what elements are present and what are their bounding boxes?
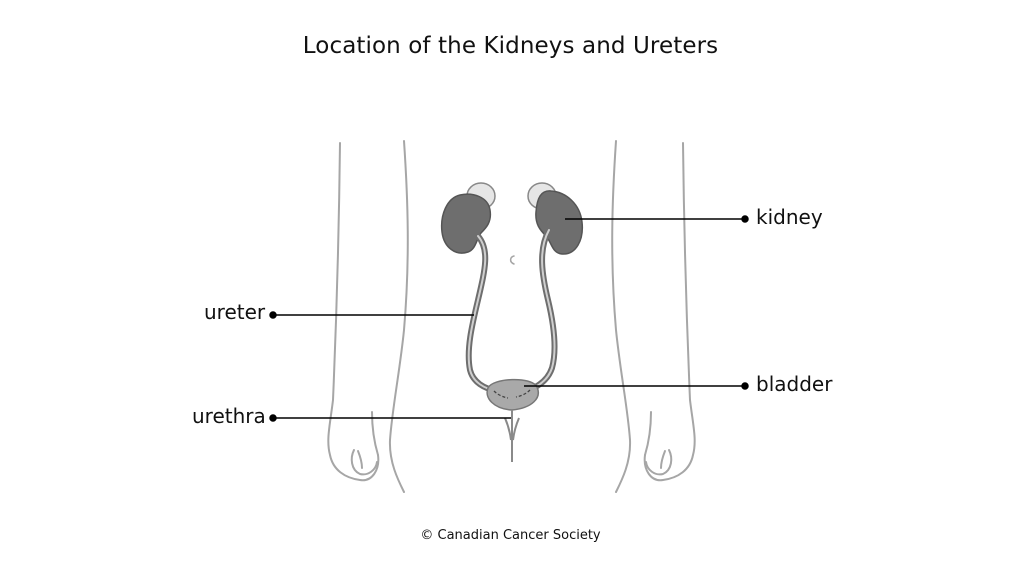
label-kidney: kidney (756, 205, 823, 229)
diagram-title: Location of the Kidneys and Ureters (302, 33, 719, 59)
ureter-leader-dot (269, 311, 277, 319)
left-hand (350, 449, 378, 476)
label-ureter: ureter (204, 300, 266, 324)
kidney-leader-dot (741, 215, 749, 223)
ureters (465, 227, 558, 394)
bladder-leader-dot (741, 382, 749, 390)
right-hand (645, 449, 673, 476)
right-arm-outline (643, 142, 696, 482)
left-arm-inner (371, 411, 379, 456)
right-arm-inner (644, 411, 652, 456)
urethra (504, 410, 520, 462)
label-urethra: urethra (192, 404, 266, 428)
label-bladder: bladder (756, 372, 833, 396)
bladder (486, 378, 539, 411)
left-arm-outline (327, 142, 380, 482)
urethra-leader-dot (269, 414, 277, 422)
leader-lines (269, 215, 749, 422)
navel (509, 255, 515, 265)
left-ureter (465, 233, 501, 394)
copyright-credit: © Canadian Cancer Society (420, 528, 601, 543)
bladder-ureter-openings (493, 389, 531, 399)
left-torso-outline (388, 140, 409, 493)
body-outline (327, 140, 696, 493)
right-kidney (535, 190, 584, 255)
right-torso-outline (611, 140, 632, 493)
left-kidney (440, 193, 492, 254)
